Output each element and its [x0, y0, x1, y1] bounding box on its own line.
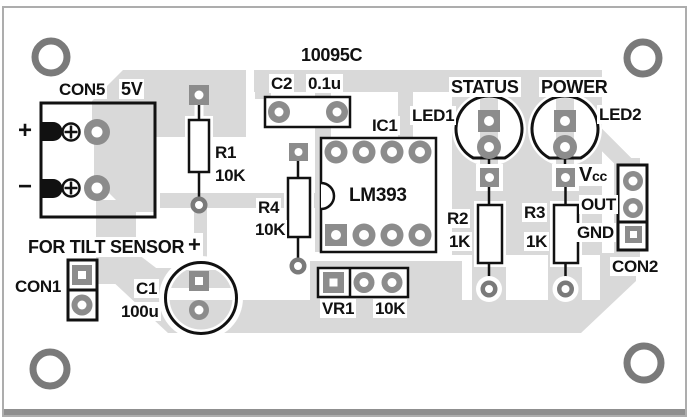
tilt-sensor-note-label: FOR TILT SENSOR: [26, 237, 187, 257]
con5-screw-cross-icon: [64, 125, 78, 139]
ic1-notch-icon: [320, 181, 336, 211]
led1-status: [454, 94, 524, 172]
r2-value-label: 1K: [447, 232, 473, 251]
bottom-bar: [4, 409, 686, 417]
led1-function-label: STATUS: [449, 77, 521, 97]
con5-outline: [39, 101, 157, 219]
c2-ref-label: C2: [269, 74, 295, 93]
r1-body: [187, 118, 211, 174]
r3-value-label: 1K: [524, 232, 550, 251]
c1-outline: [164, 261, 238, 335]
resistor-r3: [550, 164, 582, 302]
resistor-r1: [185, 85, 213, 214]
ic1-pads-top: [324, 140, 432, 164]
clearance-band-channel: [246, 68, 254, 94]
ic1-pads-bottom: [325, 223, 432, 247]
pour-strip-ic-right: [398, 92, 413, 138]
con5-connector: [39, 101, 157, 219]
mounting-hole-top-right: [623, 38, 663, 78]
r1-value-label: 10K: [213, 166, 248, 185]
con5-pad-positive-hole: [91, 126, 103, 138]
r4-pad-top-hole: [294, 148, 303, 156]
r1-pad-bottom: [190, 196, 208, 214]
con2-pin-vcc-label: Vcc: [577, 164, 610, 186]
mounting-hole-top-left: [31, 37, 71, 77]
mounting-holes: [29, 37, 665, 390]
r1-ref-label: R1: [213, 143, 239, 162]
r2-pad-bottom: [480, 280, 498, 298]
ic1-lm393: [319, 136, 438, 254]
led2-ref-label: LED2: [597, 105, 644, 124]
capacitor-c1: [164, 261, 238, 335]
ic1-notch-fill: [321, 183, 334, 209]
c1-ref-label: C1: [134, 279, 160, 298]
capacitor-c2: [263, 95, 352, 129]
con2-ref-label: CON2: [610, 257, 661, 276]
r3-pad-bottom: [557, 280, 574, 298]
led1-ref-label: LED1: [410, 106, 457, 125]
r4-ref-label: R4: [256, 198, 282, 217]
con2-pin-gnd-label: GND: [575, 223, 616, 242]
mounting-hole-bottom-right: [623, 342, 665, 384]
r2-body: [476, 203, 504, 265]
con1-connector: [66, 258, 99, 322]
mounting-hole-bottom-left: [29, 348, 71, 390]
c1-value-label: 100u: [119, 302, 161, 321]
c2-pad-left-hole: [274, 107, 284, 117]
con5-wire-stub-positive: [42, 122, 63, 141]
con5-voltage-label: 5V: [119, 79, 145, 99]
con5-wire-stub-negative: [42, 179, 63, 198]
ic1-ref-label: IC1: [370, 116, 400, 135]
board-title: 10095C: [299, 45, 365, 65]
ic1-part-label: LM393: [349, 185, 407, 206]
con1-ref-label: CON1: [13, 277, 64, 296]
vr1-ref-label: VR1: [320, 299, 357, 318]
vr1-preset: [316, 266, 410, 299]
c2-value-label: 0.1u: [306, 74, 343, 93]
r4-pad-bottom: [289, 257, 307, 275]
led2-power: [530, 94, 600, 172]
con5-ref-label: CON5: [57, 80, 108, 99]
con5-screw-cross-icon: [64, 181, 78, 195]
resistor-r2: [474, 164, 506, 302]
con5-pad-negative-hole: [91, 182, 103, 194]
con2-pin-out-label: OUT: [579, 195, 618, 214]
r4-body: [286, 176, 312, 239]
r1-pad-top-hole: [194, 90, 204, 100]
resistor-r4: [284, 143, 314, 275]
c2-pad-right-hole: [332, 107, 342, 117]
con5-minus-label: −: [16, 173, 34, 200]
r2-ref-label: R2: [445, 209, 471, 228]
board-frame: [2, 6, 687, 417]
con5-plus-label: +: [16, 117, 34, 144]
r4-value-label: 10K: [253, 220, 288, 239]
r3-ref-label: R3: [522, 203, 548, 222]
led2-function-label: POWER: [539, 77, 610, 97]
con2-connector: [616, 163, 649, 252]
vr1-value-label: 10K: [373, 299, 408, 318]
c1-polarity-label: +: [186, 232, 203, 257]
